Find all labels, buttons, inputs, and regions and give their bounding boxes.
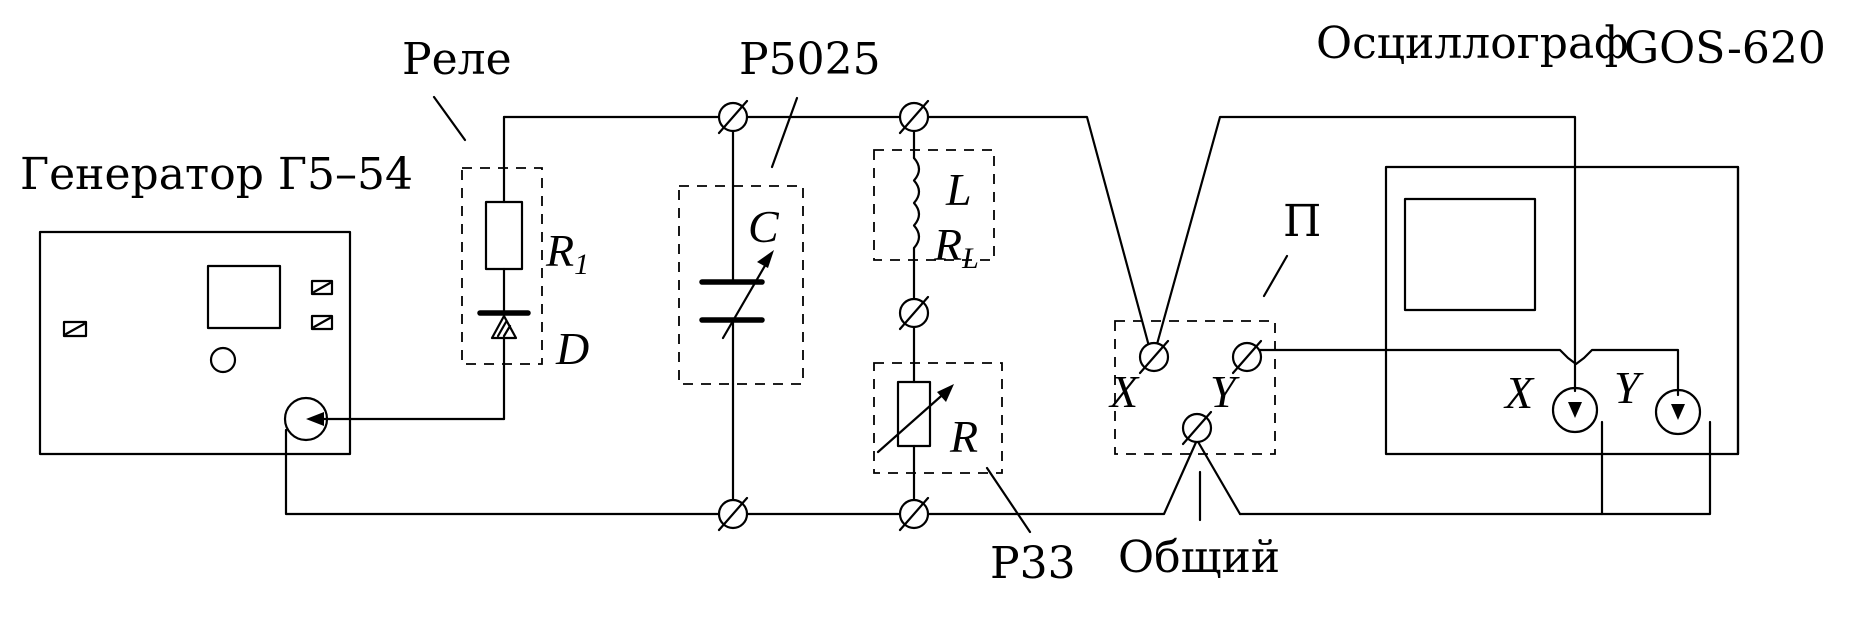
- generator-switch-icon: [62, 320, 88, 338]
- diode-label: D: [555, 323, 589, 374]
- variable-resistor-label: R: [949, 411, 978, 462]
- circuit-wires: [284, 95, 1712, 534]
- switch-terminal-common-icon: [1181, 410, 1213, 446]
- top-wire: [502, 115, 1152, 352]
- variable-resistor: [896, 380, 932, 448]
- terminal-icon: [898, 295, 930, 331]
- switch-terminal-x-icon: [1138, 339, 1170, 375]
- capacitor-label: C: [748, 201, 780, 252]
- resistor-r1: [484, 200, 524, 271]
- switch-leader-line: [1262, 254, 1289, 298]
- variable-arrow: [876, 388, 950, 454]
- oscillograph-model-label: GOS-620: [1624, 23, 1826, 74]
- capacitor-box: [678, 185, 804, 385]
- relay-box: [461, 167, 543, 365]
- common-label: Общий: [1118, 532, 1280, 583]
- resistor-box-outline: [873, 362, 1003, 474]
- wire-switch-y-to-scope-y: [1245, 348, 1680, 397]
- generator-g5-54: [38, 230, 352, 456]
- scope-y-label: Y: [1614, 362, 1644, 413]
- inductor-coil: [912, 156, 921, 250]
- generator-knob-icon: [209, 346, 237, 374]
- bottom-wire: [284, 428, 1199, 516]
- relay-leader-line: [432, 95, 467, 142]
- switch-y-label: Y: [1210, 366, 1240, 417]
- arrow-icon: [757, 250, 774, 268]
- inductor-resistance-label: RL: [933, 219, 979, 275]
- inductor-label: L: [945, 164, 972, 215]
- generator-switch-icon: [310, 279, 334, 296]
- capacitor-box-p5025: [678, 185, 804, 385]
- relay: [461, 167, 543, 365]
- scope-x-label: X: [1503, 367, 1535, 418]
- terminal-icon: [898, 99, 930, 135]
- terminal-icon: [898, 496, 930, 532]
- switch-terminal-y-icon: [1231, 339, 1263, 375]
- scope-input-y-socket-icon: [1654, 388, 1702, 436]
- p5025-label: Р5025: [739, 34, 881, 85]
- generator-label: Генератор Г5–54: [20, 149, 413, 200]
- generator-switch-icon: [310, 314, 334, 331]
- p5025-leader-line: [770, 96, 799, 169]
- scope-input-x-socket-icon: [1551, 386, 1599, 434]
- switch-label: П: [1283, 196, 1321, 247]
- wire-scope-y-ground: [1600, 420, 1712, 516]
- oscillograph-label: Осциллограф: [1316, 18, 1629, 69]
- relay-label: Реле: [402, 34, 512, 85]
- resistor-box-p33: [873, 362, 1003, 474]
- p33-leader-line: [985, 466, 1032, 534]
- generator-screen: [206, 264, 282, 330]
- terminals: [717, 99, 1263, 532]
- arrow-icon: [1568, 402, 1582, 418]
- oscilloscope-gos-620: [1384, 165, 1740, 456]
- arrow-icon: [1671, 404, 1685, 420]
- generator-body: [38, 230, 352, 456]
- oscilloscope-screen: [1403, 197, 1537, 312]
- terminal-icon: [717, 99, 749, 135]
- p33-label: Р33: [990, 538, 1076, 589]
- switch-x-label: X: [1108, 366, 1140, 417]
- terminal-icon: [717, 496, 749, 532]
- arrow-icon: [937, 384, 954, 402]
- variable-arrow: [721, 255, 772, 340]
- inductor-box-outline: [873, 149, 995, 261]
- inductor-box: [873, 149, 995, 261]
- wire-switch-x-to-scope-x: [1152, 115, 1577, 393]
- r1-label: R1: [545, 225, 589, 281]
- arrow-icon: [306, 412, 324, 426]
- switch-box: [1114, 320, 1276, 455]
- wire-common-to-scope-x-ground: [1238, 420, 1604, 516]
